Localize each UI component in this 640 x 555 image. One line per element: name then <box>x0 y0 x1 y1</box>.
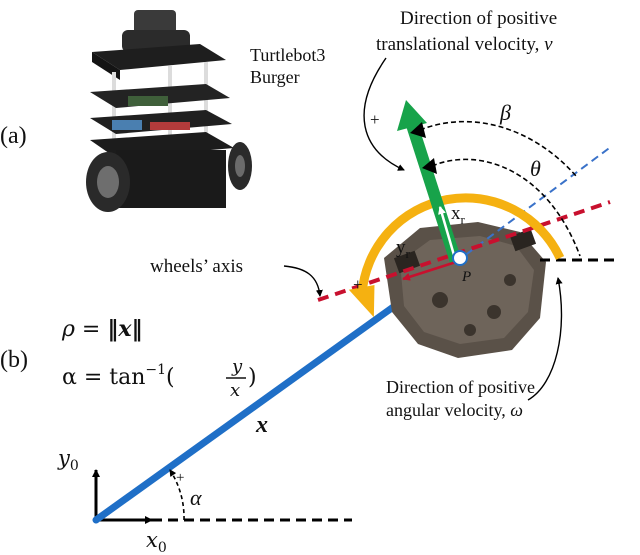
robot-name-line2: Burger <box>250 67 300 87</box>
robot-top-view <box>384 222 546 358</box>
beta-arc-arrowhead <box>410 122 426 138</box>
angular-label-line1: Direction of positive <box>386 377 535 397</box>
point-p-label: P <box>461 269 471 285</box>
angular-plus-sign: + <box>353 275 363 294</box>
wheels-axis-label: wheels’ axis <box>150 256 243 277</box>
alpha-plus-sign: + <box>176 470 184 486</box>
rho-equation: ρ = ‖x‖ <box>61 316 142 342</box>
turtlebot-burger-image <box>86 10 252 212</box>
angular-velocity-arc <box>357 193 565 295</box>
robot-name-line1: Turtlebot3 <box>250 45 325 65</box>
alpha-fraction-denominator: x <box>230 380 240 401</box>
x0-label: x0 <box>146 528 167 555</box>
angular-pointer-curve <box>527 277 563 401</box>
translational-velocity-arrowhead <box>397 100 427 131</box>
wheels-axis-line <box>317 200 611 302</box>
theta-arc <box>431 158 581 257</box>
beta-arc <box>419 120 577 177</box>
panel-label-a: (a) <box>0 123 27 149</box>
translational-label-line2: translational velocity, v <box>376 34 553 55</box>
theta-arc-arrowhead <box>422 158 437 174</box>
robot-x-r-axis <box>438 206 458 263</box>
angular-label-line2: angular velocity, ω <box>386 400 523 420</box>
theta-label: θ <box>530 156 541 181</box>
heading-dashed-line <box>455 145 613 263</box>
translational-pointer-curve <box>363 57 405 171</box>
translational-plus-sign: + <box>370 110 380 129</box>
y0-label: y0 <box>57 446 79 474</box>
panel-label-b: (b) <box>0 347 28 373</box>
alpha-close-paren: ) <box>248 365 257 390</box>
angular-velocity-arrowhead <box>348 285 375 318</box>
alpha-equation: α = tan−1( <box>62 362 175 390</box>
beta-label: β <box>499 100 511 125</box>
y-r-label: yr <box>396 237 411 261</box>
wheels-axis-pointer-curve <box>283 265 323 297</box>
alpha-arc <box>169 469 185 521</box>
x-r-label: xr <box>451 203 466 227</box>
translational-label-line1: Direction of positive <box>400 8 557 29</box>
robot-y-r-axis <box>402 260 457 281</box>
robot-point-p <box>452 250 468 266</box>
vector-x-label: x <box>255 412 268 438</box>
alpha-label: α <box>190 485 202 510</box>
alpha-fraction-numerator: y <box>231 356 243 377</box>
